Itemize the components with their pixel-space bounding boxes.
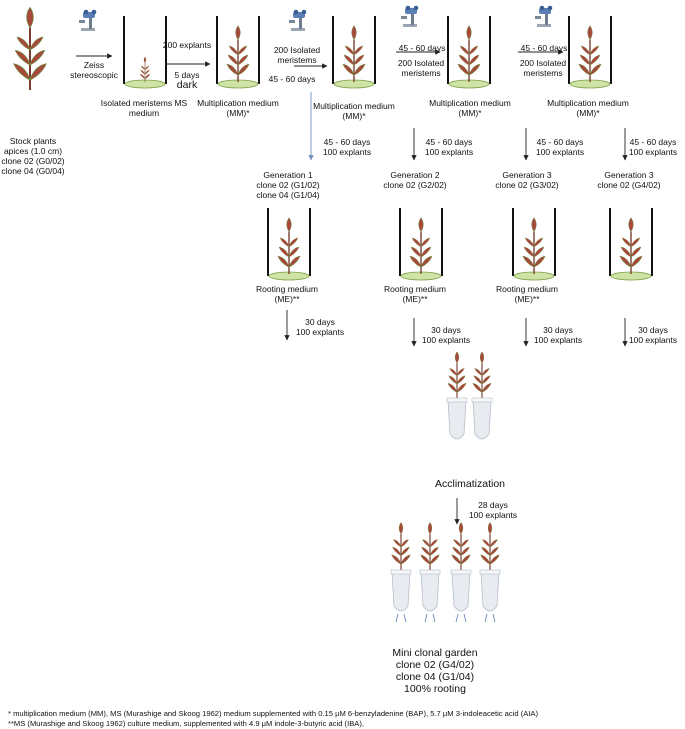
stock-plant-icon: [14, 8, 47, 91]
label-down-d: 45 - 60 days 100 explants: [628, 137, 678, 157]
label-200-explants: 200 explants: [162, 40, 212, 50]
label-30d-b: 30 days 100 explants: [421, 325, 471, 345]
label-30d-c: 30 days 100 explants: [533, 325, 583, 345]
label-iso-200-a: 200 Isolated meristems: [273, 45, 321, 65]
label-me2: Rooting medium (ME)**: [384, 284, 446, 304]
label-days-45-60-b: 45 - 60 days: [398, 43, 446, 53]
label-iso-200-c: 200 Isolated meristems: [519, 58, 567, 78]
jar-rooting-2: [399, 207, 443, 281]
label-30d-d: 30 days 100 explants: [628, 325, 678, 345]
label-iso-200-b: 200 Isolated meristems: [397, 58, 445, 78]
label-30d-a: 30 days 100 explants: [295, 317, 345, 337]
label-isolated-ms: Isolated meristems MS medium: [100, 98, 188, 118]
label-down-a: 45 - 60 days 100 explants: [322, 137, 372, 157]
jar-multiplication-2: [332, 15, 376, 89]
label-zeiss: Zeiss stereoscopic: [70, 60, 118, 80]
label-days-45-60-c: 45 - 60 days: [520, 43, 568, 53]
jar-multiplication-4: [568, 15, 612, 89]
jar-isolated-meristems: [123, 15, 167, 89]
label-5-days: 5 days: [174, 70, 200, 80]
label-mm1: Multiplication medium (MM)*: [197, 98, 279, 118]
label-me3: Rooting medium (ME)**: [496, 284, 558, 304]
jar-rooting-4: [609, 207, 653, 281]
acclimatization-plants: [446, 352, 493, 440]
label-stock-plants: Stock plants apices (1.0 cm) clone 02 (G…: [1, 136, 65, 176]
jar-rooting-3: [512, 207, 556, 281]
label-gen2: Generation 2 clone 02 (G2/02): [383, 170, 447, 190]
label-me1: Rooting medium (ME)**: [256, 284, 318, 304]
label-down-c: 45 - 60 days 100 explants: [535, 137, 585, 157]
label-days-45-60-a: 45 - 60 days: [268, 74, 316, 84]
footnote-me: **MS (Murashige and Skoog 1962) culture …: [8, 719, 364, 728]
label-mini-clonal-garden: Mini clonal garden clone 02 (G4/02) clon…: [392, 647, 478, 695]
label-gen3b: Generation 3 clone 02 (G4/02): [597, 170, 661, 190]
microscope-icon: [79, 9, 97, 31]
microscope-icon: [401, 5, 419, 27]
microscope-icon: [289, 9, 307, 31]
footnote-mm: * multiplication medium (MM), MS (Murash…: [8, 709, 539, 718]
jar-multiplication-1: [216, 15, 260, 89]
label-gen1: Generation 1 clone 02 (G1/02) clone 04 (…: [256, 170, 320, 200]
label-mm4: Multiplication medium (MM)*: [547, 98, 629, 118]
label-dark: dark: [176, 79, 198, 91]
label-28-days: 28 days 100 explants: [468, 500, 518, 520]
label-mm3: Multiplication medium (MM)*: [429, 98, 511, 118]
jar-multiplication-3: [447, 15, 491, 89]
microscope-icon: [535, 5, 553, 27]
jar-rooting-1: [267, 207, 311, 281]
label-acclimatization: Acclimatization: [434, 478, 506, 490]
label-gen3a: Generation 3 clone 02 (G3/02): [495, 170, 559, 190]
label-down-b: 45 - 60 days 100 explants: [424, 137, 474, 157]
label-mm2: Multiplication medium (MM)*: [313, 101, 395, 121]
clonal-garden-plants: [390, 522, 501, 623]
